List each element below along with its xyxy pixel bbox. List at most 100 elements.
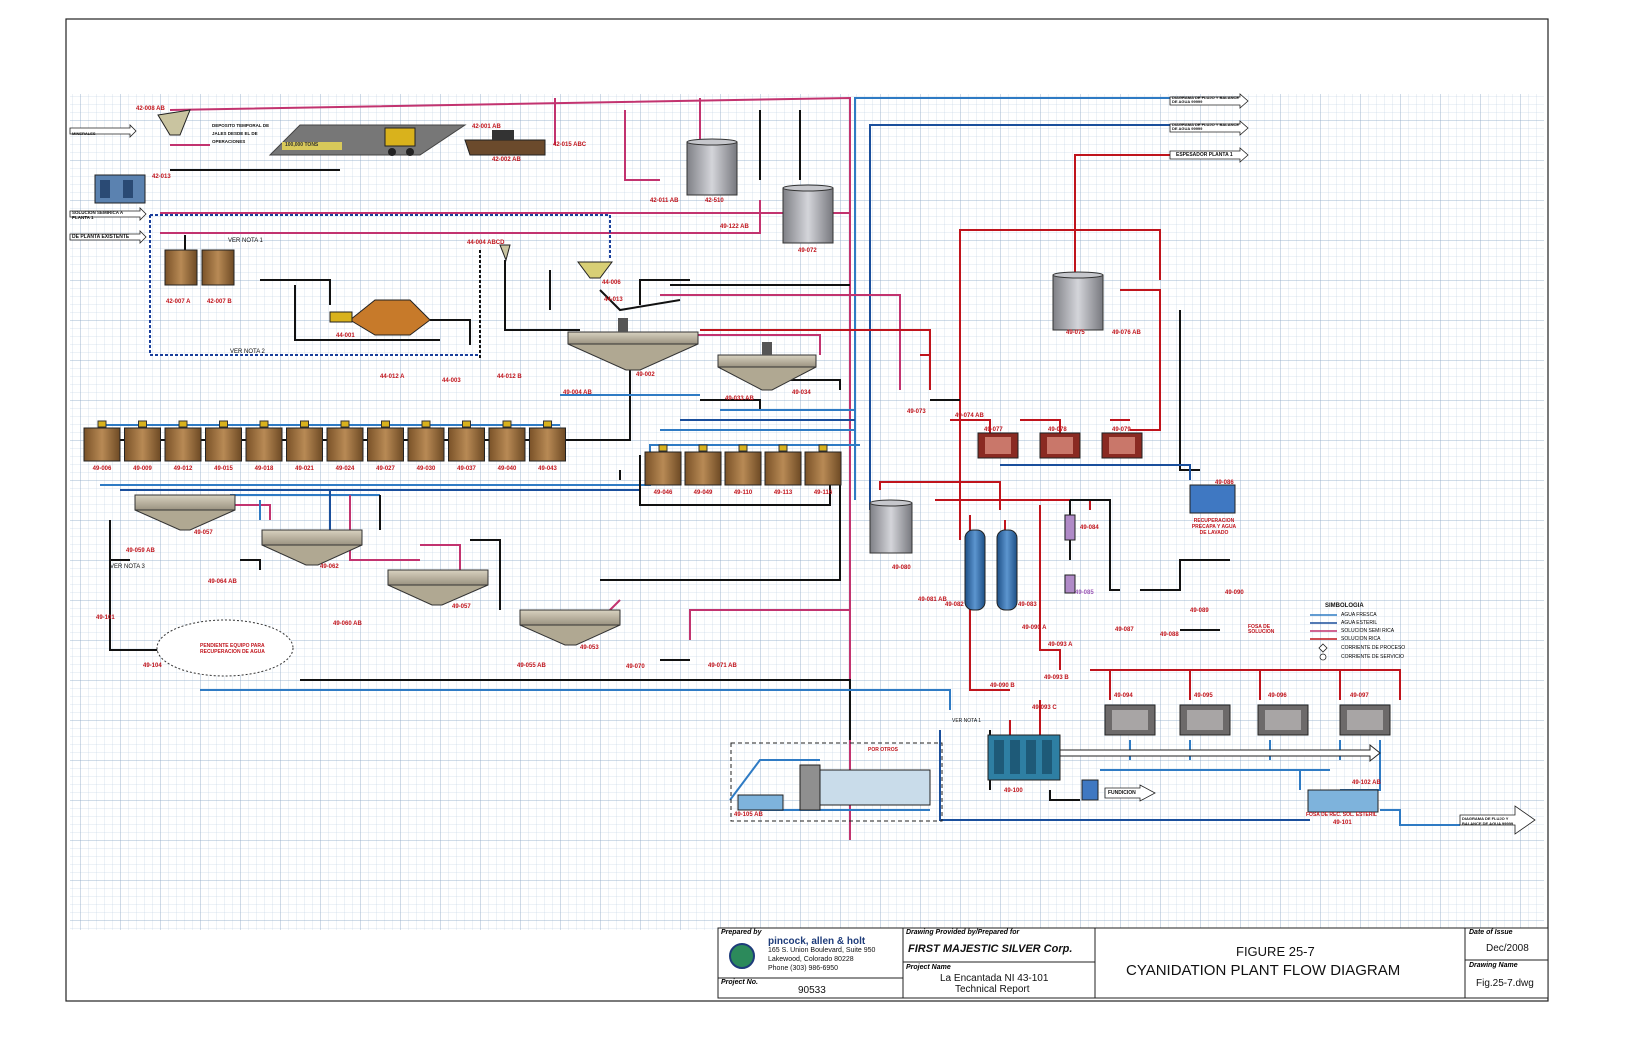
label-49-004: 49-004 AB xyxy=(563,390,592,396)
company-address-2: Lakewood, Colorado 80228 xyxy=(768,956,854,963)
thickener-49-057a xyxy=(134,494,236,531)
label-49-101b: 49-101 xyxy=(1333,820,1352,826)
company-name: pincock, allen & holt xyxy=(768,936,866,947)
label-49-064: 49-064 AB xyxy=(208,579,237,585)
sump-49-101 xyxy=(1307,789,1379,813)
leach-tank-label: 49-015 xyxy=(214,466,233,472)
agitator-icon xyxy=(178,420,188,428)
label-49-057b: 49-057 xyxy=(452,604,471,610)
agitator-icon xyxy=(818,444,828,452)
label-49-055: 49-055 AB xyxy=(517,663,546,669)
agitator-icon xyxy=(340,420,350,428)
leach-tank-label: 49-043 xyxy=(538,466,557,472)
label-44-012b: 44-012 B xyxy=(497,374,522,380)
label-42-001: 42-001 AB xyxy=(472,124,501,130)
label-49-082: 49-082 xyxy=(945,602,964,608)
label-tons: 100,000 TONS xyxy=(285,142,319,148)
leach-tank xyxy=(245,427,283,462)
label-49-083: 49-083 xyxy=(1018,602,1037,608)
label-49-033: 49-033 AB xyxy=(725,396,754,402)
leach-tank xyxy=(488,427,526,462)
leach-tank xyxy=(448,427,485,462)
label-49-093b: 49-093 B xyxy=(1044,675,1069,681)
label-49-076: 49-076 AB xyxy=(1112,330,1141,336)
arrow-label-left2: DE PLANTA EXISTENTE xyxy=(72,234,130,240)
agitator-icon xyxy=(543,420,552,428)
company-phone: Phone (303) 986-6950 xyxy=(768,965,839,972)
label-49-101: 49-101 xyxy=(96,615,115,621)
agitator-icon xyxy=(421,420,431,428)
label-recuperacion: RECUPERACION PRECAPA Y AGUA DE LAVADO xyxy=(1191,518,1237,536)
label-49-102: 49-102 AB xyxy=(1352,780,1381,786)
agitator-icon xyxy=(300,420,309,428)
leach-tank-label: 49-024 xyxy=(336,466,355,472)
arrow-label-br: DIAGRAMA DE FLUJO Y BALANCE DE AGUA 9999… xyxy=(1462,816,1514,826)
legend-title: SIMBOLOGIA xyxy=(1325,603,1364,609)
label-49-060: 49-060 AB xyxy=(333,621,362,627)
press-49-095 xyxy=(1179,704,1231,736)
conveyor xyxy=(464,139,546,156)
project-no: 90533 xyxy=(798,985,826,996)
label-fundicion: FUNDICION xyxy=(1108,790,1136,796)
ball-mill-44-001 xyxy=(329,299,431,336)
arrow-label-tr1: DIAGRAMA DE FLUJO Y BALANCE DE AGUA 9999… xyxy=(1172,95,1240,104)
leach-tank xyxy=(205,427,242,462)
leach-tank-label: 49-040 xyxy=(498,466,517,472)
leach-tank-label: 49-037 xyxy=(457,466,476,472)
label-49-072: 49-072 xyxy=(798,248,817,254)
prepared-by-label: Prepared by xyxy=(721,929,762,936)
label-49-057a: 49-057 xyxy=(194,530,213,536)
label-49-090: 49-090 xyxy=(1225,590,1244,596)
label-49-071: 49-071 AB xyxy=(708,663,737,669)
agitator-icon xyxy=(778,444,788,452)
column-49-085 xyxy=(1064,574,1076,594)
label-49-053: 49-053 xyxy=(580,645,599,651)
pending-cloud xyxy=(156,619,294,677)
agitator-icon xyxy=(381,420,390,428)
drum xyxy=(1081,779,1099,801)
agitator-icon xyxy=(462,420,471,428)
leach-tank xyxy=(326,427,364,462)
label-49-077: 49-077 xyxy=(984,427,1003,433)
leach-tank xyxy=(804,451,842,486)
label-ver-nota3: VER NOTA 3 xyxy=(110,564,145,570)
label-49-122: 49-122 AB xyxy=(720,224,749,230)
tank-49-072 xyxy=(782,184,834,244)
label-49-062: 49-062 xyxy=(320,564,339,570)
label-49-002: 49-002 xyxy=(636,372,655,378)
tank-42-007a xyxy=(164,249,198,286)
label-49-093c: 49-093 C xyxy=(1032,705,1057,711)
label-deposit: DEPOSITO TEMPORAL DE JALES DESDE EL DE O… xyxy=(212,123,270,144)
leach-tank-label: 49-046 xyxy=(654,490,673,496)
label-42-015: 42-015 ABC xyxy=(553,142,587,148)
label-49-080: 49-080 xyxy=(892,565,911,571)
label-49-097: 49-097 xyxy=(1350,693,1369,699)
label-49-096: 49-096 xyxy=(1268,693,1287,699)
arrow-label-tr2: DIAGRAMA DE FLUJO Y BALANCE DE AGUA 9999… xyxy=(1172,122,1240,131)
agitator-icon xyxy=(502,420,512,428)
equipment xyxy=(94,109,1391,822)
label-fosa-rec: FOSA DE REC. SOL. ESTERIL xyxy=(1306,812,1377,818)
drawing-name: Fig.25-7.dwg xyxy=(1476,978,1534,989)
cyclone-44-004 xyxy=(499,244,511,262)
label-minerales: MINERALES xyxy=(72,131,96,136)
label-42-007b: 42-007 B xyxy=(207,299,232,305)
label-44-012a: 44-012 A xyxy=(380,374,405,380)
press-49-078 xyxy=(1039,432,1081,459)
label-ver-nota1: VER NOTA 1 xyxy=(228,238,263,244)
label-49-100: 49-100 xyxy=(1004,788,1023,794)
arrow-label-left1: SOLUCION SEMIRICA A PLANTA 1 xyxy=(72,210,124,220)
issue-date: Dec/2008 xyxy=(1486,943,1529,954)
label-44-013: 44-013 xyxy=(604,297,623,303)
legend-item: AGUA ESTERIL xyxy=(1341,620,1378,626)
drawing-provided-label: Drawing Provided by/Prepared for xyxy=(906,929,1020,936)
leach-tank xyxy=(529,427,566,462)
label-fosa-sol: FOSA DE SOLUCION xyxy=(1248,624,1275,635)
agitator-icon xyxy=(738,444,748,452)
arrow-label-tr3: ESPESADOR PLANTA 1 xyxy=(1176,152,1233,158)
label-49-104: 49-104 xyxy=(143,663,162,669)
cyclone-44-006 xyxy=(577,261,613,279)
legend-item: CORRIENTE DE PROCESO xyxy=(1341,645,1406,651)
label-49-094: 49-094 xyxy=(1114,693,1133,699)
